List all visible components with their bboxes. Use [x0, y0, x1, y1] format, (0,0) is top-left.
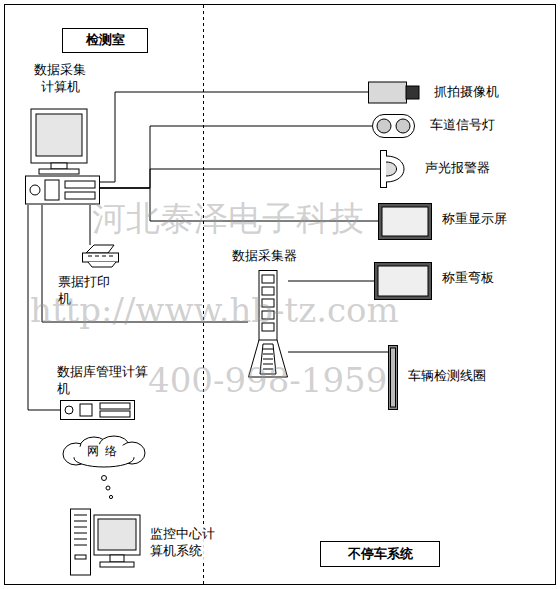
device-label: 数据采集计算机 — [28, 62, 92, 96]
connector-wire — [28, 205, 60, 410]
device-label: 抓拍摄像机 — [434, 84, 544, 101]
room-label-box: 检测室 — [62, 28, 148, 53]
coil-symbol — [388, 345, 398, 410]
screen-symbol — [374, 262, 432, 300]
connector-wire — [100, 188, 378, 221]
loop-coil-icon: 车辆检测线圈 — [388, 345, 398, 410]
bubble — [106, 486, 110, 490]
weigh-plate-icon: 称重弯板 — [374, 262, 432, 300]
signal-light-icon: 车道信号灯 — [372, 114, 415, 138]
pc-symbol — [25, 108, 100, 205]
device-label: 数据库管理计算机 — [57, 364, 157, 398]
device-label: 声光报警器 — [425, 160, 535, 177]
system-label-box: 不停车系统 — [320, 541, 440, 567]
connector-wire — [100, 169, 380, 188]
network-cloud: 网络 — [62, 436, 147, 468]
device-label: 车辆检测线圈 — [408, 368, 518, 385]
connector-wire — [90, 205, 91, 245]
display-icon: 称重显示屏 — [378, 203, 432, 240]
device-label: 称重弯板 — [442, 270, 542, 287]
device-label: 数据采集器 — [232, 248, 322, 265]
collector-symbol — [248, 270, 288, 378]
bubble — [109, 495, 112, 498]
printer-icon: 票据打印机 — [82, 245, 120, 267]
outer-frame — [5, 5, 556, 585]
server-symbol — [60, 400, 135, 420]
region-label: 不停车系统 — [342, 546, 419, 562]
connector-wire — [288, 281, 374, 282]
light-symbol — [372, 114, 415, 138]
bubble — [102, 476, 107, 481]
printer-symbol — [82, 245, 120, 267]
connector-wire — [42, 205, 248, 322]
device-label: 监控中心计算机系统 — [150, 526, 222, 560]
region-label: 检测室 — [80, 32, 131, 48]
device-label: 车道信号灯 — [430, 117, 540, 134]
connector-wire — [100, 126, 372, 188]
screen-symbol — [378, 203, 432, 240]
monitor-system-icon: 监控中心计算机系统 — [70, 505, 142, 577]
watermark: 河北泰泽电子科技 — [92, 196, 364, 242]
device-label: 票据打印机 — [58, 274, 120, 308]
server-icon: 数据库管理计算机 — [60, 400, 135, 420]
connector-wire — [288, 352, 388, 353]
alarm-icon: 声光报警器 — [380, 150, 410, 188]
monitor-symbol — [70, 505, 142, 577]
computer-icon: 数据采集计算机 — [25, 108, 100, 205]
alarm-symbol — [380, 150, 410, 188]
camera-icon: 抓拍摄像机 — [368, 80, 420, 105]
camera-symbol — [368, 80, 420, 105]
device-label: 称重显示屏 — [442, 211, 552, 228]
device-label: 网络 — [62, 444, 147, 459]
collector-icon: 数据采集器 — [248, 270, 288, 378]
